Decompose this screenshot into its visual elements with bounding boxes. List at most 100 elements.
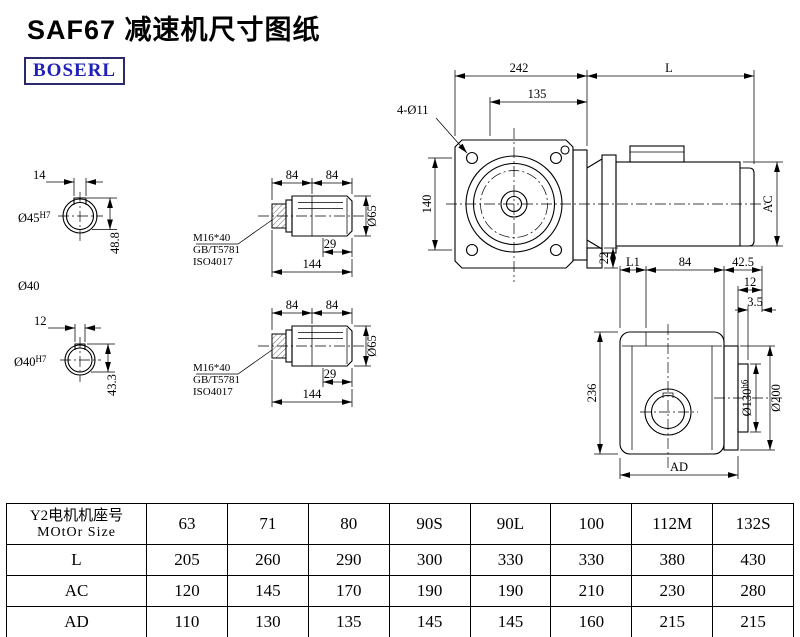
bolt-leader bbox=[196, 219, 273, 245]
bolt-std-gb: GB/T5781 bbox=[193, 244, 240, 256]
bore-view-2-dimensions bbox=[48, 324, 115, 373]
gearbox-flange-plate bbox=[572, 149, 588, 261]
table-cell: 190 bbox=[469, 575, 552, 607]
table-cell: 330 bbox=[550, 544, 633, 576]
shaft-view-1: 84 84 29 144 Ø65 M16*40 GB/T5781 ISO4017 bbox=[193, 168, 379, 277]
side-view-geometry bbox=[619, 324, 784, 468]
dim-total: 144 bbox=[303, 257, 323, 271]
table-cell: 145 bbox=[469, 606, 552, 637]
dim-foot: 22 bbox=[597, 252, 611, 265]
dim-total: 144 bbox=[303, 387, 323, 401]
bore-view-1-dimensions bbox=[46, 178, 117, 230]
size-col-100: 100 bbox=[550, 503, 633, 545]
table-header-row: Y2电机机座号 MOtOr Size 63 71 80 90S 90L 100 … bbox=[6, 503, 794, 545]
mounting-hole bbox=[549, 243, 563, 257]
table-cell: 170 bbox=[307, 575, 390, 607]
motor-foot bbox=[586, 247, 603, 269]
dim-shaft-end: 42.5 bbox=[732, 255, 754, 269]
dim-key-height-2: 43.3 bbox=[105, 374, 119, 396]
table-cell: 205 bbox=[146, 544, 228, 576]
front-view-dimensions bbox=[428, 70, 783, 269]
dim-key: 29 bbox=[324, 367, 337, 381]
dim-key-width-1: 14 bbox=[33, 168, 46, 182]
dim-seg1: 84 bbox=[286, 168, 299, 182]
table-cell: 215 bbox=[712, 606, 794, 637]
dim-flange-offset: 135 bbox=[528, 87, 547, 101]
shaft-body bbox=[291, 325, 353, 367]
keyway-lines bbox=[298, 332, 343, 339]
table-header-motor-size: Y2电机机座号 MOtOr Size bbox=[6, 503, 147, 545]
table-cell: 290 bbox=[307, 544, 390, 576]
dim-side-height: 236 bbox=[585, 384, 599, 403]
terminal-box bbox=[629, 145, 685, 163]
table-row-ad: AD 110 130 135 145 145 160 215 215 bbox=[6, 606, 794, 637]
shaft-view-1-dimensions bbox=[271, 178, 371, 277]
dim-seg1: 84 bbox=[286, 298, 299, 312]
dim-hub-diameter: Ø130h6 bbox=[740, 379, 755, 416]
dim-ad: AD bbox=[670, 460, 688, 474]
bolt-spec: M16*40 bbox=[193, 232, 231, 244]
table-cell: 160 bbox=[550, 606, 633, 637]
row-label-ad: AD bbox=[6, 606, 147, 637]
shaft-view-2-geometry bbox=[196, 325, 372, 375]
table-cell: 110 bbox=[146, 606, 228, 637]
dim-flange-depth: 84 bbox=[679, 255, 692, 269]
table-row-ac: AC 120 145 170 190 190 210 230 280 bbox=[6, 575, 794, 607]
table-cell: 380 bbox=[631, 544, 714, 576]
shaft-view-1-geometry bbox=[196, 195, 372, 245]
table-cell: 430 bbox=[712, 544, 794, 576]
lug-hole bbox=[560, 145, 570, 155]
size-col-63: 63 bbox=[146, 503, 228, 545]
size-col-90s: 90S bbox=[388, 503, 471, 545]
table-cell: 300 bbox=[388, 544, 471, 576]
dim-key-width-2: 12 bbox=[34, 314, 47, 328]
dim-shaft-dia: Ø65 bbox=[365, 205, 379, 227]
size-col-132s: 132S bbox=[712, 503, 794, 545]
front-view: 242 L 135 4-Ø11 140 22 AC bbox=[397, 61, 783, 282]
dim-hub-length: 12 bbox=[744, 275, 757, 289]
fan-cowl bbox=[740, 167, 755, 247]
dim-flange-diameter: Ø200 bbox=[769, 384, 783, 412]
size-col-112m: 112M bbox=[631, 503, 714, 545]
header-cn: Y2电机机座号 bbox=[29, 507, 124, 524]
mounting-hole bbox=[549, 151, 563, 165]
table-cell: 120 bbox=[146, 575, 228, 607]
table-cell: 135 bbox=[307, 606, 390, 637]
bolt-spec: M16*40 bbox=[193, 362, 231, 374]
output-keyway bbox=[662, 392, 674, 398]
table-cell: 230 bbox=[631, 575, 714, 607]
dim-motor-length: L bbox=[665, 61, 673, 75]
bolt-std-iso: ISO4017 bbox=[193, 256, 233, 268]
table-cell: 330 bbox=[469, 544, 552, 576]
bore-view-1: 14 Ø45H7 48.8 bbox=[18, 168, 122, 254]
bore-label: Ø40 bbox=[18, 279, 40, 293]
dim-seg2: 84 bbox=[326, 298, 339, 312]
bore-view-1-geometry bbox=[58, 192, 103, 241]
table-cell: 145 bbox=[226, 575, 309, 607]
gearbox-outline bbox=[454, 139, 574, 269]
row-label-ac: AC bbox=[6, 575, 147, 607]
mounting-hole bbox=[465, 151, 479, 165]
motor-size-table: Y2电机机座号 MOtOr Size 63 71 80 90S 90L 100 … bbox=[6, 503, 794, 637]
row-label-l: L bbox=[6, 544, 147, 576]
table-cell: 210 bbox=[550, 575, 633, 607]
shaft-view-2: 84 84 29 144 Ø65 M16*40 GB/T5781 ISO4017 bbox=[193, 298, 379, 407]
dim-hole-spacing: 140 bbox=[420, 195, 434, 214]
shaft-view-2-dimensions bbox=[271, 308, 371, 407]
side-view: L1 84 42.5 12 3.5 236 Ø130h6 Ø200 AD bbox=[585, 255, 784, 479]
technical-drawing: 242 L 135 4-Ø11 140 22 AC bbox=[14, 61, 784, 479]
shaft-body bbox=[291, 195, 353, 237]
bore-view-2-geometry bbox=[60, 337, 101, 382]
size-col-90l: 90L bbox=[469, 503, 552, 545]
dim-motor-diameter: AC bbox=[761, 195, 775, 212]
table-cell: 280 bbox=[712, 575, 794, 607]
front-view-geometry bbox=[446, 128, 766, 282]
bolt-std-gb: GB/T5781 bbox=[193, 374, 240, 386]
table-cell: 260 bbox=[226, 544, 309, 576]
dim-l1: L1 bbox=[626, 255, 640, 269]
dim-key-height-1: 48.8 bbox=[108, 232, 122, 254]
keyway-lines bbox=[298, 202, 343, 209]
mounting-hole bbox=[465, 243, 479, 257]
table-row-l: L 205 260 290 300 330 330 380 430 bbox=[6, 544, 794, 576]
